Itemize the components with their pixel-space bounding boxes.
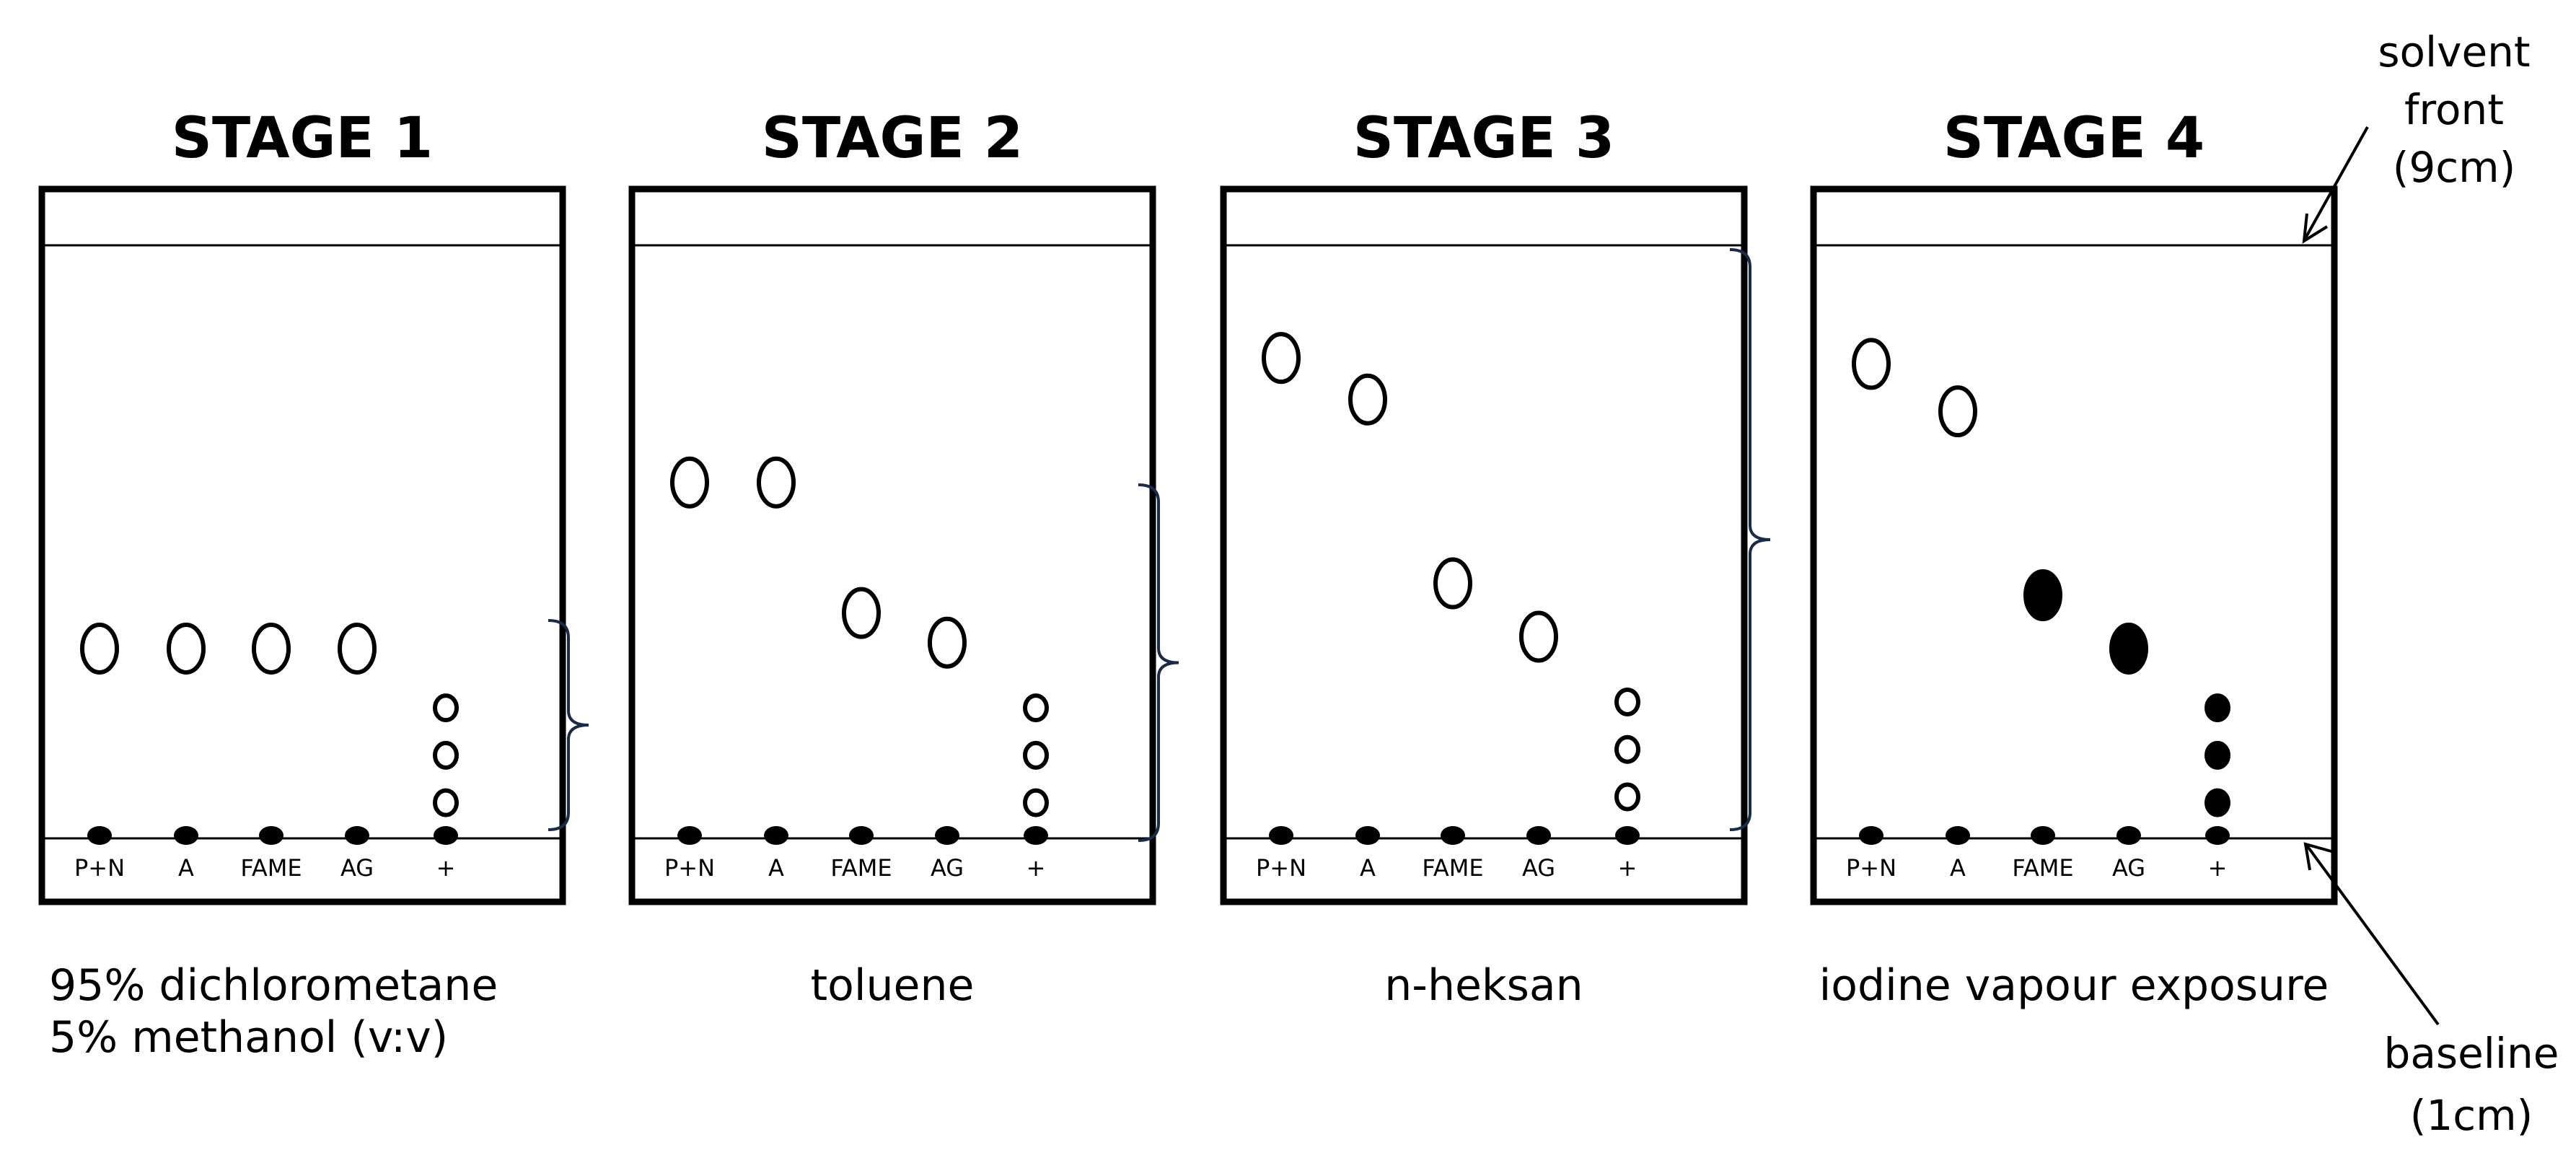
baseline-spot: [1859, 826, 1883, 845]
tlc-plate: [38, 185, 566, 905]
stage-title: STAGE 3: [1353, 106, 1614, 171]
lane-label: P+N: [1256, 854, 1306, 882]
open-spot: [1519, 610, 1558, 663]
solvent-front-arrow: [2304, 126, 2369, 239]
filled-spot: [2023, 569, 2062, 621]
lane-label: +: [1618, 854, 1638, 882]
baseline-spot: [1269, 826, 1293, 845]
open-spot: [80, 622, 119, 675]
baseline-spot: [345, 826, 369, 845]
baseline-spot: [174, 826, 198, 845]
baseline-spot: [2116, 826, 2141, 845]
lane-label: FAME: [830, 854, 892, 882]
open-spot: [1614, 734, 1640, 764]
baseline-spot: [849, 826, 874, 845]
baseline-arrow: [2305, 844, 2440, 1026]
stage-title: STAGE 1: [172, 106, 433, 171]
lane-label: A: [768, 854, 784, 882]
tlc-plate: [1220, 185, 1748, 905]
arrow-head-icon: [2303, 842, 2332, 871]
stage-caption: iodine vapour exposure: [1819, 960, 2329, 1011]
open-spot: [252, 622, 291, 675]
lane-label: A: [1950, 854, 1966, 882]
open-spot: [842, 587, 881, 639]
baseline-spot: [1946, 826, 1970, 845]
solvent-front-label: solvent: [2378, 27, 2530, 76]
baseline-spot: [259, 826, 283, 845]
open-spot: [1262, 332, 1301, 385]
baseline-spot: [2031, 826, 2055, 845]
baseline-label: (1cm): [2410, 1091, 2533, 1140]
baseline-spot: [1441, 826, 1465, 845]
open-spot: [1023, 740, 1049, 770]
separation-bracket: [1729, 248, 1771, 831]
open-spot: [1852, 338, 1891, 390]
lane-label: FAME: [240, 854, 302, 882]
open-spot: [1938, 385, 1977, 438]
open-spot: [1614, 687, 1640, 716]
filled-spot: [2204, 693, 2230, 723]
lane-label: P+N: [664, 854, 715, 882]
lane-label: FAME: [1422, 854, 1483, 882]
arrow-head-icon: [2302, 213, 2329, 244]
lane-label: AG: [931, 854, 964, 882]
separation-bracket: [1138, 483, 1179, 842]
open-spot: [757, 456, 796, 509]
lane-label: AG: [1522, 854, 1555, 882]
baseline-spot: [87, 826, 112, 845]
open-spot: [433, 693, 459, 723]
baseline-spot: [764, 826, 788, 845]
lane-label: +: [1027, 854, 1046, 882]
baseline-spot: [1355, 826, 1380, 845]
baseline-spot: [2205, 826, 2230, 845]
lane-label: P+N: [1846, 854, 1896, 882]
open-spot: [1614, 782, 1640, 812]
solvent-front-label: front: [2404, 85, 2504, 134]
open-spot: [338, 622, 377, 675]
open-spot: [433, 740, 459, 770]
tlc-plate: [628, 185, 1156, 905]
baseline-spot: [1615, 826, 1640, 845]
baseline-spot: [935, 826, 959, 845]
lane-label: A: [1360, 854, 1376, 882]
filled-spot: [2204, 740, 2230, 770]
open-spot: [167, 622, 206, 675]
tlc-plate: [1810, 185, 2338, 905]
stage-caption: 95% dichlorometane: [49, 960, 498, 1011]
lane-label: +: [436, 854, 456, 882]
filled-spot: [2204, 788, 2230, 817]
stage-caption: 5% methanol (v:v): [49, 1012, 448, 1063]
stage-caption: n-heksan: [1384, 960, 1583, 1011]
open-spot: [433, 788, 459, 817]
baseline-spot: [677, 826, 702, 845]
stage-title: STAGE 2: [762, 106, 1023, 171]
filled-spot: [2109, 622, 2148, 675]
lane-label: A: [178, 854, 194, 882]
solvent-front-label: (9cm): [2393, 143, 2516, 192]
lane-label: P+N: [74, 854, 125, 882]
lane-label: AG: [340, 854, 374, 882]
baseline-spot: [434, 826, 458, 845]
stage-title: STAGE 4: [1943, 106, 2204, 171]
separation-bracket: [548, 619, 589, 831]
open-spot: [670, 456, 709, 509]
open-spot: [1348, 373, 1387, 426]
lane-label: FAME: [2012, 854, 2073, 882]
baseline-spot: [1526, 826, 1551, 845]
stage-caption: toluene: [811, 960, 975, 1011]
baseline-label: baseline: [2384, 1029, 2559, 1078]
open-spot: [1023, 788, 1049, 817]
open-spot: [928, 616, 967, 669]
baseline-spot: [1024, 826, 1048, 845]
open-spot: [1433, 557, 1472, 610]
open-spot: [1023, 693, 1049, 723]
lane-label: AG: [2112, 854, 2145, 882]
lane-label: +: [2208, 854, 2228, 882]
